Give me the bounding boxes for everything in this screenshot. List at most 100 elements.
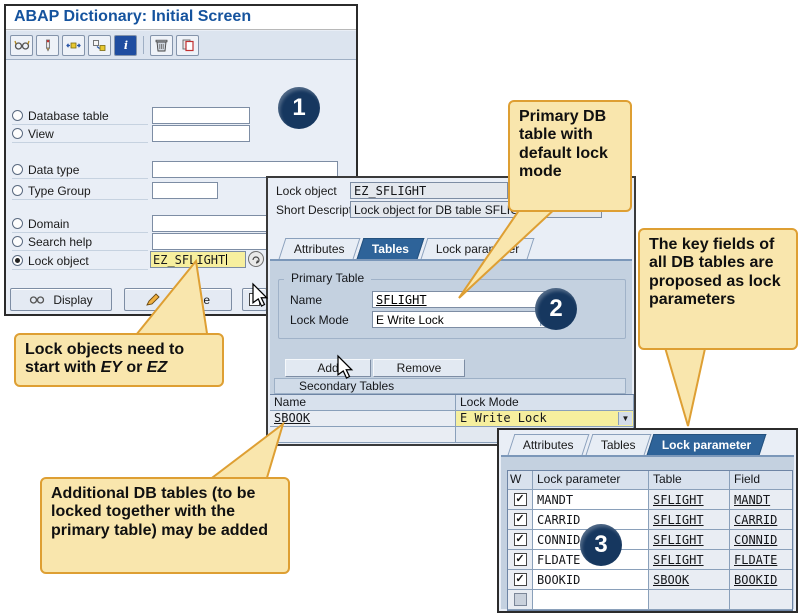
field-label: Search help <box>28 234 93 249</box>
tab-tables[interactable]: Tables <box>585 434 651 455</box>
lock-parameter-cell[interactable]: MANDT <box>533 490 649 510</box>
display-button[interactable]: Display <box>10 288 112 311</box>
copy-object-icon[interactable] <box>88 34 111 56</box>
checkbox-checked[interactable]: ✓ <box>513 573 527 586</box>
radio-type-group[interactable] <box>12 185 23 196</box>
field-label: Lock object <box>28 253 89 268</box>
column-header-field: Field <box>730 471 792 490</box>
checkbox-cell: ✓ <box>508 510 533 530</box>
checkbox-checked[interactable]: ✓ <box>513 493 527 506</box>
radio-view[interactable] <box>12 128 23 139</box>
field-cell[interactable]: MANDT <box>730 490 792 510</box>
primary-table-name-value: SFLIGHT <box>376 292 427 307</box>
callout-pointer-key-fields <box>662 343 708 427</box>
tab-lock-parameter[interactable]: Lock parameter <box>646 434 768 455</box>
callout-lock-objects: Lock objects need to start with EY or EZ <box>14 333 224 387</box>
step-badge-1: 1 <box>278 87 320 129</box>
table-cell[interactable]: SFLIGHT <box>649 510 730 530</box>
lock-parameter-header-row: W Lock parameter Table Field <box>508 471 792 490</box>
display-change-icon[interactable] <box>10 34 33 56</box>
field-row-lock-object: Lock object <box>12 252 148 270</box>
change-button[interactable]: Change <box>124 288 232 311</box>
tab-label: Lock parameter <box>662 438 752 452</box>
empty-cell[interactable] <box>649 590 730 610</box>
lock-parameter-table: W Lock parameter Table Field ✓ MANDT SFL… <box>507 470 793 611</box>
info-icon[interactable]: i <box>114 34 137 56</box>
table-cell[interactable]: SFLIGHT <box>649 530 730 550</box>
field-row-search-help: Search help <box>12 233 148 251</box>
lock-object-value: EZ_SFLIGHT <box>153 252 226 267</box>
secondary-table-name-cell[interactable]: SBOOK <box>270 411 456 427</box>
pencil-icon <box>146 293 160 306</box>
secondary-tables-header-row: Name Lock Mode <box>270 395 634 411</box>
lock-mode-label: Lock Mode <box>290 313 349 327</box>
create-button[interactable] <box>242 288 267 311</box>
transport-icon[interactable] <box>62 34 85 56</box>
field-label: Domain <box>28 216 70 231</box>
tab-label: Attributes <box>522 438 574 452</box>
step-badge-2: 2 <box>535 288 577 330</box>
radio-database-table[interactable] <box>12 110 23 121</box>
add-button[interactable]: Add <box>285 359 371 377</box>
primary-lock-mode-value: E Write Lock <box>376 312 444 327</box>
radio-data-type[interactable] <box>12 164 23 175</box>
tab-attributes[interactable]: Attributes <box>507 434 590 455</box>
field-row-database-table: Database table <box>12 107 148 125</box>
table-row: ✓ FLDATE SFLIGHT FLDATE <box>508 550 792 570</box>
callout-text: or <box>121 359 147 377</box>
empty-cell[interactable] <box>270 427 456 443</box>
tab-lock-parameter[interactable]: Lock parameter <box>420 238 535 259</box>
secondary-lock-mode-cell[interactable]: E Write Lock ▼ <box>456 411 634 427</box>
remove-button[interactable]: Remove <box>373 359 465 377</box>
table-cell[interactable]: SFLIGHT <box>649 550 730 570</box>
database-table-input[interactable] <box>152 107 250 124</box>
tab-attributes[interactable]: Attributes <box>278 238 361 259</box>
field-cell[interactable]: BOOKID <box>730 570 792 590</box>
lock-object-input[interactable]: EZ_SFLIGHT <box>150 251 246 268</box>
new-document-icon <box>249 293 260 306</box>
checkbox-checked[interactable]: ✓ <box>513 553 527 566</box>
pencil-icon[interactable] <box>36 34 59 56</box>
dropdown-icon[interactable]: ▼ <box>618 412 632 425</box>
tab-label: Lock parameter <box>435 242 520 256</box>
field-cell[interactable]: CONNID <box>730 530 792 550</box>
field-cell[interactable]: FLDATE <box>730 550 792 570</box>
tab-tables[interactable]: Tables <box>356 238 425 259</box>
view-input[interactable] <box>152 125 250 142</box>
checkbox-unchecked[interactable] <box>513 593 527 606</box>
lock-parameter-cell[interactable]: BOOKID <box>533 570 649 590</box>
primary-table-group-label: Primary Table <box>284 271 372 285</box>
checkbox-checked[interactable]: ✓ <box>513 513 527 526</box>
display-button-label: Display <box>53 292 93 307</box>
lock-object-tables-window: Lock object EZ_SFLIGHT Short Description… <box>266 176 636 446</box>
checkbox-cell: ✓ <box>508 570 533 590</box>
table-cell[interactable]: SFLIGHT <box>649 490 730 510</box>
column-header-w: W <box>508 471 533 490</box>
type-group-input[interactable] <box>152 182 218 199</box>
checkbox-checked[interactable]: ✓ <box>513 533 527 546</box>
delete-icon[interactable] <box>150 34 173 56</box>
primary-table-name-input[interactable]: SFLIGHT <box>372 291 556 308</box>
radio-lock-object[interactable] <box>12 255 23 266</box>
field-cell[interactable]: CARRID <box>730 510 792 530</box>
secondary-tables-table: Name Lock Mode SBOOK E Write Lock ▼ <box>270 394 634 443</box>
table-cell[interactable]: SBOOK <box>649 570 730 590</box>
lock-object-label: Lock object <box>276 184 337 198</box>
radio-domain[interactable] <box>12 218 23 229</box>
primary-lock-mode-select[interactable]: E Write Lock ▼ <box>372 311 556 328</box>
value-help-icon[interactable] <box>248 251 264 267</box>
toolbar-separator <box>143 36 144 54</box>
empty-cell[interactable] <box>730 590 792 610</box>
checkbox-cell: ✓ <box>508 550 533 570</box>
tab-label: Attributes <box>293 242 345 256</box>
change-button-label: Change <box>167 292 211 307</box>
column-header-table: Table <box>649 471 730 490</box>
window-title: ABAP Dictionary: Initial Screen <box>6 6 356 30</box>
checkbox-cell: ✓ <box>508 490 533 510</box>
copy-icon[interactable] <box>176 34 199 56</box>
lock-object-field[interactable]: EZ_SFLIGHT <box>350 182 508 199</box>
radio-search-help[interactable] <box>12 236 23 247</box>
field-label: Data type <box>28 162 80 177</box>
empty-cell[interactable] <box>533 590 649 610</box>
data-type-input[interactable] <box>152 161 338 178</box>
